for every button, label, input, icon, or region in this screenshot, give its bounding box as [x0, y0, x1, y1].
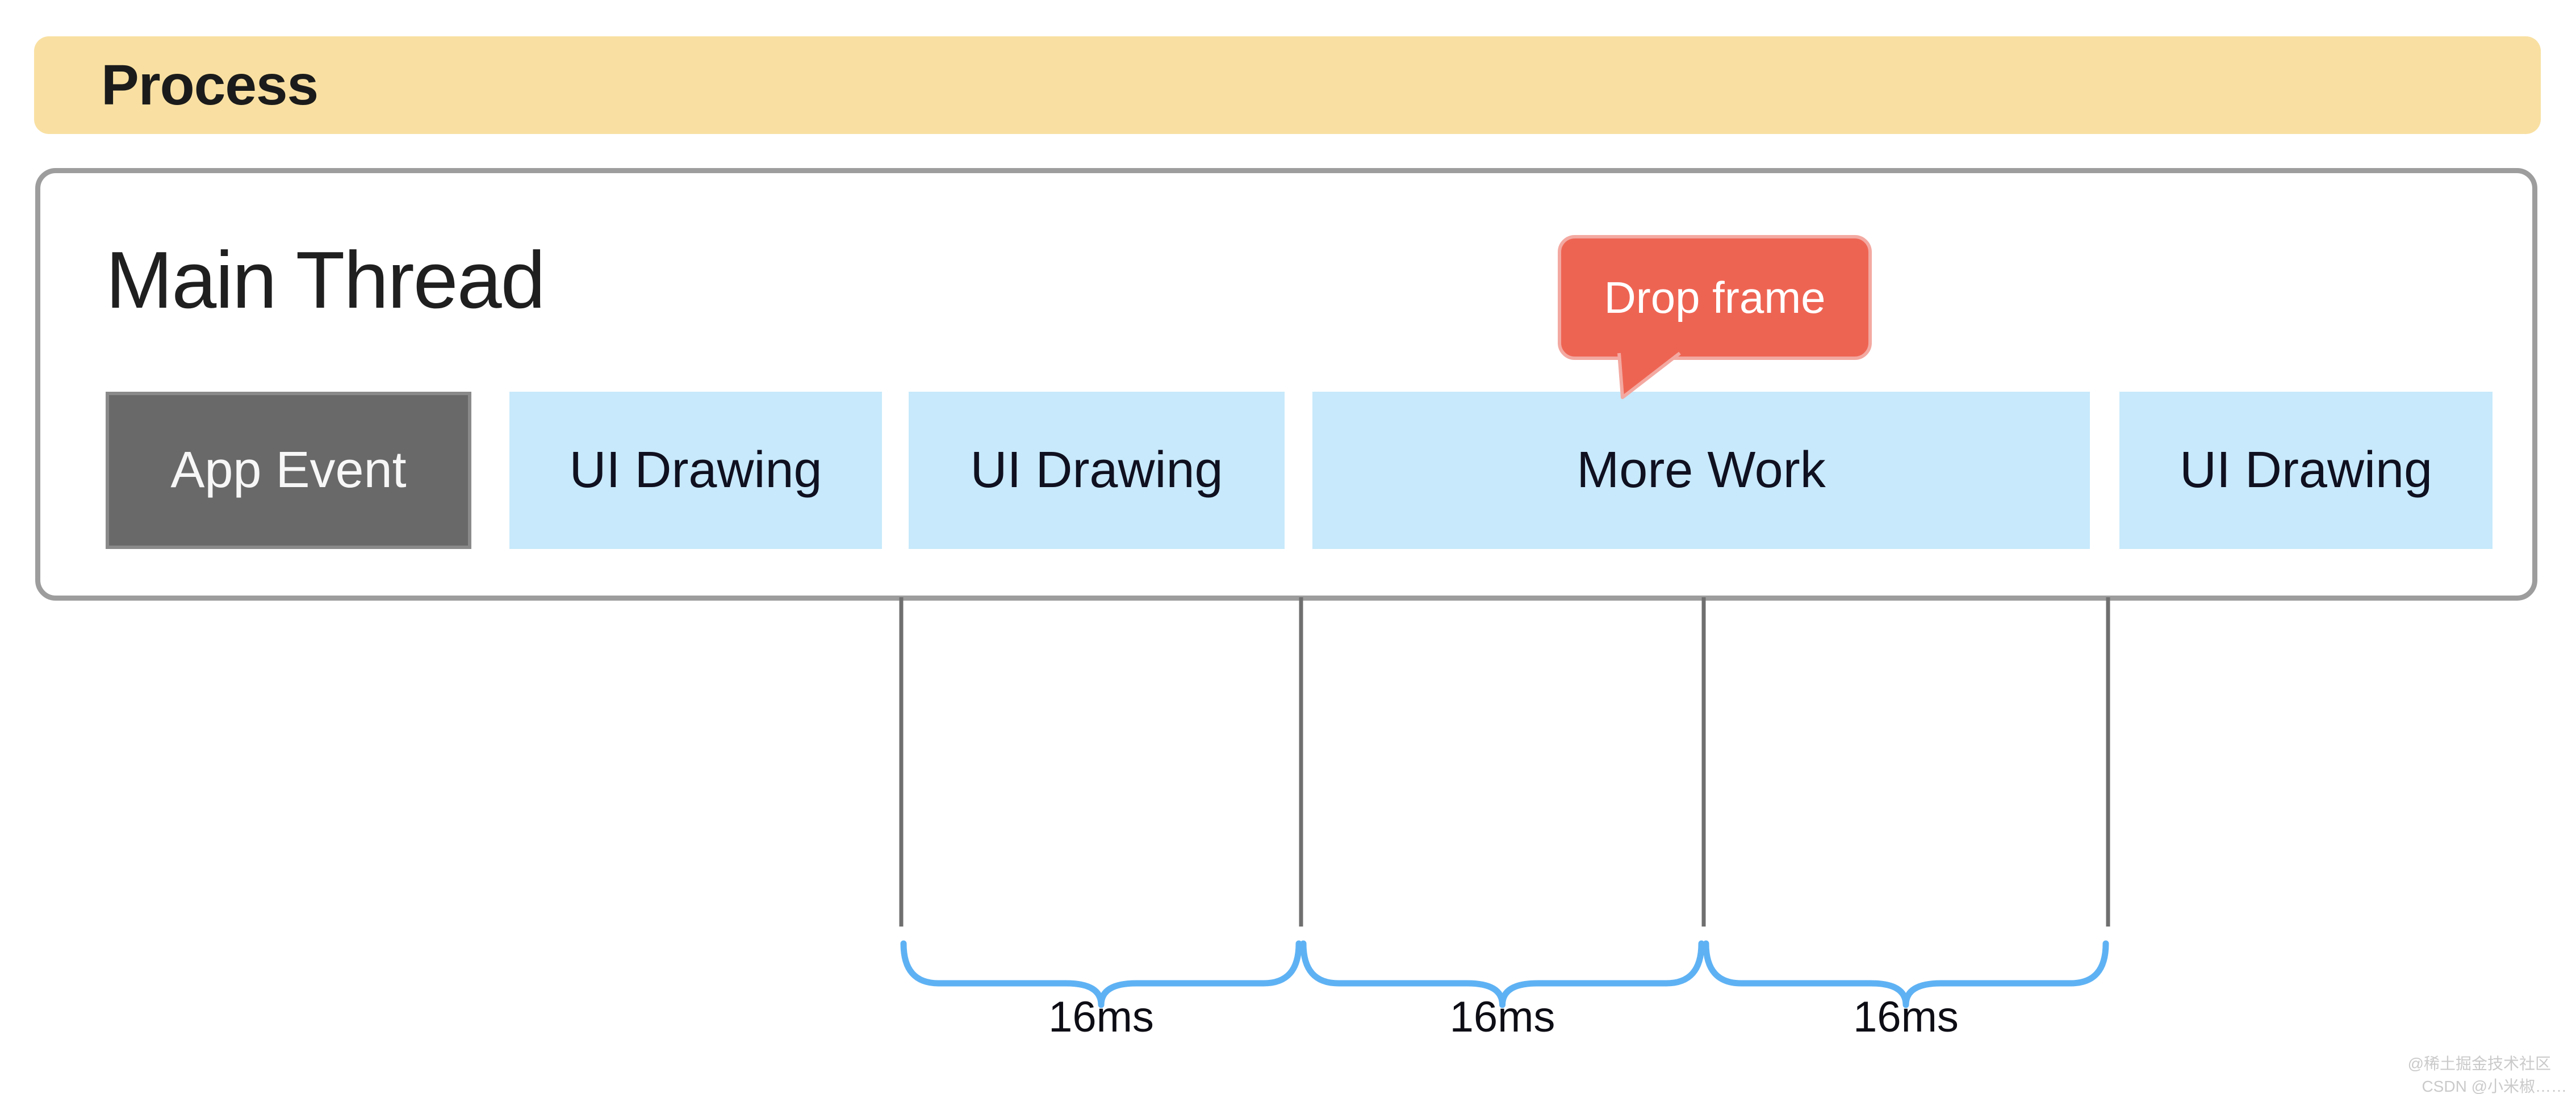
main-thread-title: Main Thread [106, 235, 546, 325]
block-ui-drawing-2: UI Drawing [909, 392, 1285, 549]
block-more-work-3: More Work [1312, 392, 2090, 549]
block-app-event-0: App Event [106, 392, 471, 549]
block-ui-drawing-1: UI Drawing [509, 392, 882, 549]
process-bar: Process [34, 36, 2541, 134]
interval-label-1: 16ms [1449, 993, 1555, 1041]
interval-label-0: 16ms [1048, 993, 1154, 1041]
process-label: Process [101, 53, 319, 117]
drop-frame-label: Drop frame [1604, 272, 1826, 322]
watermark-line2: CSDN @小米椒…… [2422, 1078, 2567, 1094]
interval-label-2: 16ms [1853, 993, 1959, 1041]
block-ui-drawing-4: UI Drawing [2119, 392, 2493, 549]
watermark-line1: @稀土掘金技术社区 [2407, 1055, 2551, 1072]
drop-frame-callout: Drop frame [1558, 235, 1872, 360]
